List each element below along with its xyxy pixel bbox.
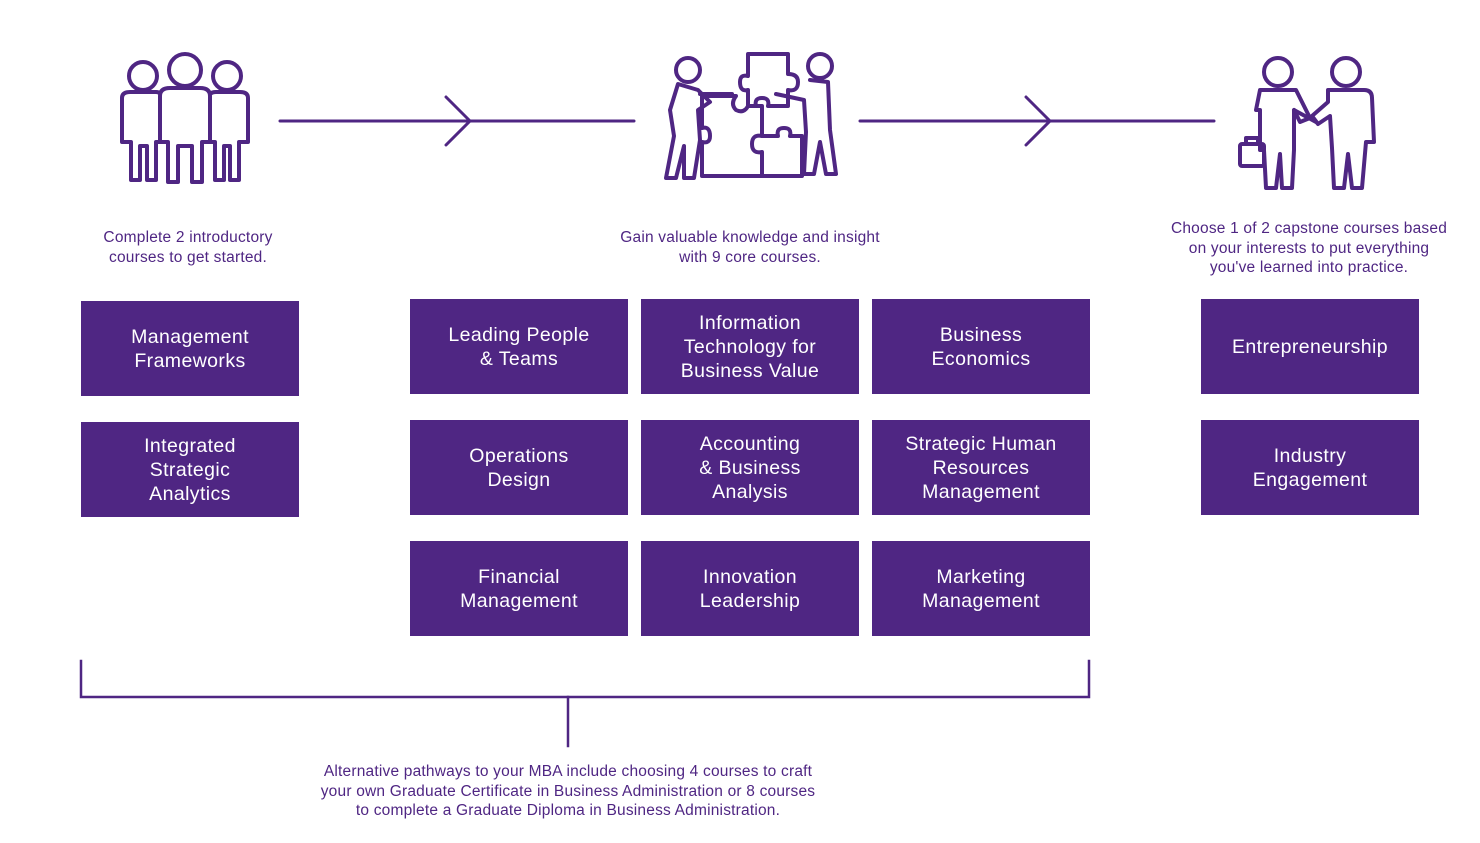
caption-line: you've learned into practice. xyxy=(1209,259,1409,276)
stage-introductory-caption: Complete 2 introductory courses to get s… xyxy=(60,228,316,267)
caption-line: Complete 2 introductory xyxy=(103,229,273,246)
course-label-line: Design xyxy=(487,468,551,491)
course-accounting-business-analysis: Accounting & Business Analysis xyxy=(641,420,859,515)
course-label-line: Technology for xyxy=(683,335,817,358)
stage-capstone-caption: Choose 1 of 2 capstone courses based on … xyxy=(1150,219,1468,278)
course-management-frameworks: Management Frameworks xyxy=(81,301,299,396)
course-label-line: Management xyxy=(460,589,578,612)
course-label-line: Management xyxy=(922,589,1040,612)
course-label-line: Frameworks xyxy=(134,349,246,372)
course-label-line: Integrated xyxy=(144,434,236,457)
course-label-line: Business xyxy=(939,323,1023,346)
footnote-line: your own Graduate Certificate in Busines… xyxy=(320,782,816,800)
alternative-pathways-note: Alternative pathways to your MBA include… xyxy=(280,762,856,821)
course-entrepreneurship: Entrepreneurship xyxy=(1201,299,1419,394)
course-label-line: Information xyxy=(699,311,801,334)
course-industry-engagement: Industry Engagement xyxy=(1201,420,1419,515)
course-label-line: Leadership xyxy=(699,589,801,612)
course-label-line: Economics xyxy=(931,347,1031,370)
course-label-line: Business Value xyxy=(680,359,820,382)
course-label-line: Management xyxy=(922,480,1040,503)
course-label-line: Analysis xyxy=(712,480,788,503)
course-financial-management: Financial Management xyxy=(410,541,628,636)
course-label-line: Entrepreneurship xyxy=(1232,335,1388,358)
course-information-technology: Information Technology for Business Valu… xyxy=(641,299,859,394)
caption-line: Choose 1 of 2 capstone courses based xyxy=(1170,220,1448,237)
handshake-icon xyxy=(1238,56,1376,190)
course-label-line: Operations xyxy=(469,444,569,467)
course-integrated-strategic-analytics: Integrated Strategic Analytics xyxy=(81,422,299,517)
group-of-people-icon xyxy=(120,52,250,184)
footnote-line: Alternative pathways to your MBA include… xyxy=(323,763,813,780)
course-leading-people-teams: Leading People & Teams xyxy=(410,299,628,394)
course-label-line: Resources xyxy=(932,456,1030,479)
course-label-line: Leading People xyxy=(448,323,590,346)
course-label-line: Accounting xyxy=(699,432,801,455)
course-strategic-hr-management: Strategic Human Resources Management xyxy=(872,420,1090,515)
course-label-line: Innovation xyxy=(703,565,797,588)
course-label-line: Industry xyxy=(1273,444,1347,467)
caption-line: Gain valuable knowledge and insight xyxy=(620,229,880,246)
course-business-economics: Business Economics xyxy=(872,299,1090,394)
caption-line: courses to get started. xyxy=(109,248,267,266)
caption-line: with 9 core courses. xyxy=(679,248,821,266)
pathway-bracket xyxy=(79,659,1091,748)
course-innovation-leadership: Innovation Leadership xyxy=(641,541,859,636)
course-label-line: Engagement xyxy=(1252,468,1368,491)
course-label-line: Strategic xyxy=(149,458,231,481)
course-label-line: Marketing xyxy=(936,565,1026,588)
caption-line: on your interests to put everything xyxy=(1188,239,1430,257)
course-label-line: & Business xyxy=(699,456,801,479)
footnote-line: to complete a Graduate Diploma in Busine… xyxy=(355,802,781,819)
course-label-line: Analytics xyxy=(149,482,231,505)
course-label-line: Management xyxy=(131,325,249,348)
course-label-line: Financial xyxy=(478,565,560,588)
arrow-right-icon xyxy=(858,95,1216,147)
stage-core-caption: Gain valuable knowledge and insight with… xyxy=(580,228,920,267)
puzzle-collaboration-icon xyxy=(664,52,838,180)
course-label-line: & Teams xyxy=(479,347,559,370)
course-label-line: Strategic Human xyxy=(905,432,1057,455)
course-marketing-management: Marketing Management xyxy=(872,541,1090,636)
arrow-right-icon xyxy=(278,95,636,147)
course-operations-design: Operations Design xyxy=(410,420,628,515)
